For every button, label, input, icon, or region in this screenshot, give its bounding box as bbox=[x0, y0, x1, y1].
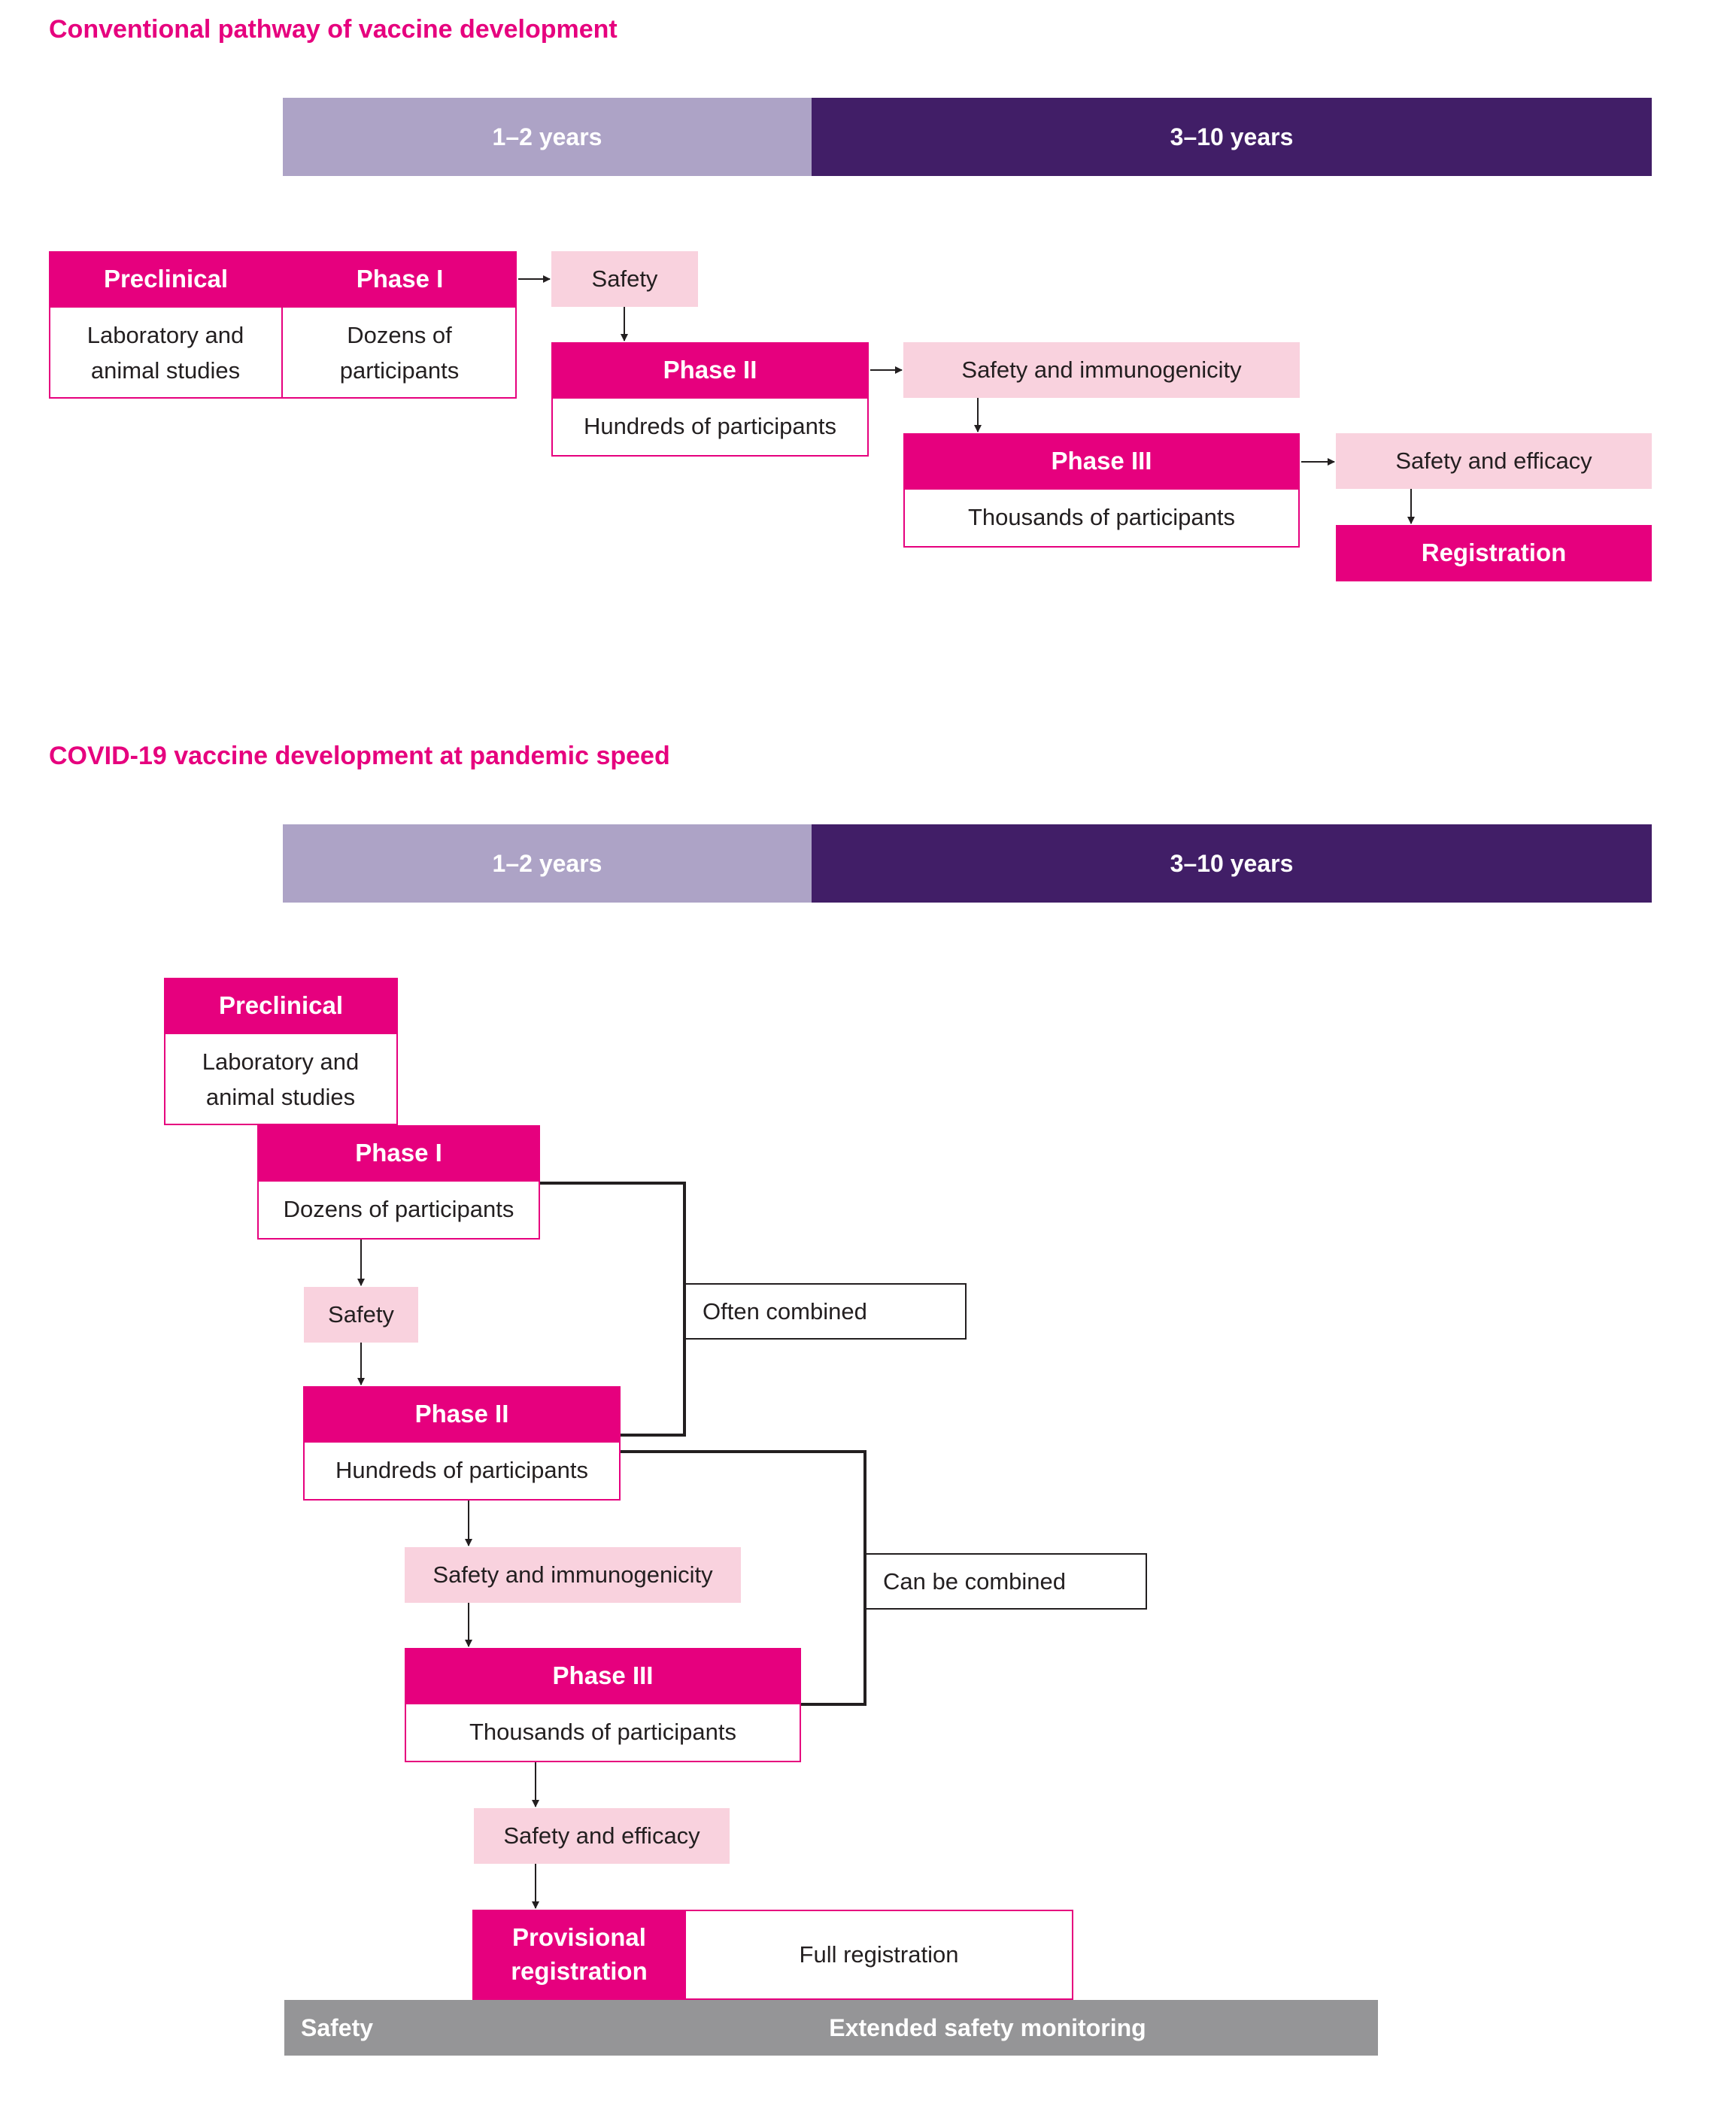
pandemic-timeline-late: 3–10 years bbox=[812, 824, 1652, 903]
provisional-registration: Provisional registration bbox=[472, 1910, 686, 2000]
conventional-phase3-header: Phase III bbox=[903, 433, 1300, 490]
pandemic-preclinical-header: Preclinical bbox=[164, 978, 398, 1034]
pandemic-phase2-header: Phase II bbox=[303, 1386, 621, 1443]
conventional-phase2-header: Phase II bbox=[551, 342, 869, 399]
pandemic-phase2-desc: Hundreds of participants bbox=[335, 1457, 589, 1484]
pandemic-phase1-outcome: Safety bbox=[304, 1287, 418, 1343]
conventional-timeline-late: 3–10 years bbox=[812, 98, 1652, 176]
conventional-preclinical-desc: Laboratory and animal studies bbox=[86, 322, 244, 384]
conventional-phase2-desc: Hundreds of participants bbox=[583, 413, 837, 440]
pandemic-phase3-header: Phase III bbox=[405, 1648, 801, 1704]
conventional-phase3-desc: Thousands of participants bbox=[968, 504, 1235, 531]
pandemic-phase3-desc: Thousands of participants bbox=[469, 1719, 736, 1746]
conventional-registration: Registration bbox=[1336, 525, 1652, 581]
conventional-phase2-outcome: Safety and immunogenicity bbox=[903, 342, 1300, 398]
conventional-phase1-header: Phase I bbox=[283, 251, 517, 308]
conventional-phase1-outcome: Safety bbox=[551, 251, 698, 307]
pandemic-title: COVID-19 vaccine development at pandemic… bbox=[49, 742, 670, 770]
bracket-phase1-phase2 bbox=[540, 1182, 686, 1437]
conventional-timeline-early: 1–2 years bbox=[283, 98, 812, 176]
can-be-combined-note: Can be combined bbox=[865, 1553, 1147, 1610]
full-registration: Full registration bbox=[799, 1941, 959, 1968]
monitoring-extended-label: Extended safety monitoring bbox=[829, 2014, 1146, 2041]
pandemic-phase1-header: Phase I bbox=[257, 1125, 540, 1182]
conventional-title: Conventional pathway of vaccine developm… bbox=[49, 15, 618, 44]
pandemic-timeline-early: 1–2 years bbox=[283, 824, 812, 903]
conventional-cell-divider bbox=[281, 308, 283, 399]
monitoring-safety-label: Safety bbox=[301, 2014, 374, 2041]
pandemic-phase3-outcome: Safety and efficacy bbox=[474, 1808, 730, 1864]
pandemic-phase1-desc: Dozens of participants bbox=[283, 1196, 514, 1223]
monitoring-bar: Safety Extended safety monitoring bbox=[284, 2000, 1378, 2056]
conventional-phase1-desc: Dozens of participants bbox=[339, 322, 460, 384]
pandemic-preclinical-desc: Laboratory and animal studies bbox=[202, 1048, 360, 1110]
pandemic-phase2-outcome: Safety and immunogenicity bbox=[405, 1547, 741, 1603]
bracket-phase2-phase3 bbox=[621, 1450, 866, 1706]
conventional-preclinical-header: Preclinical bbox=[49, 251, 283, 308]
often-combined-note: Often combined bbox=[684, 1283, 967, 1340]
conventional-phase3-outcome: Safety and efficacy bbox=[1336, 433, 1652, 489]
